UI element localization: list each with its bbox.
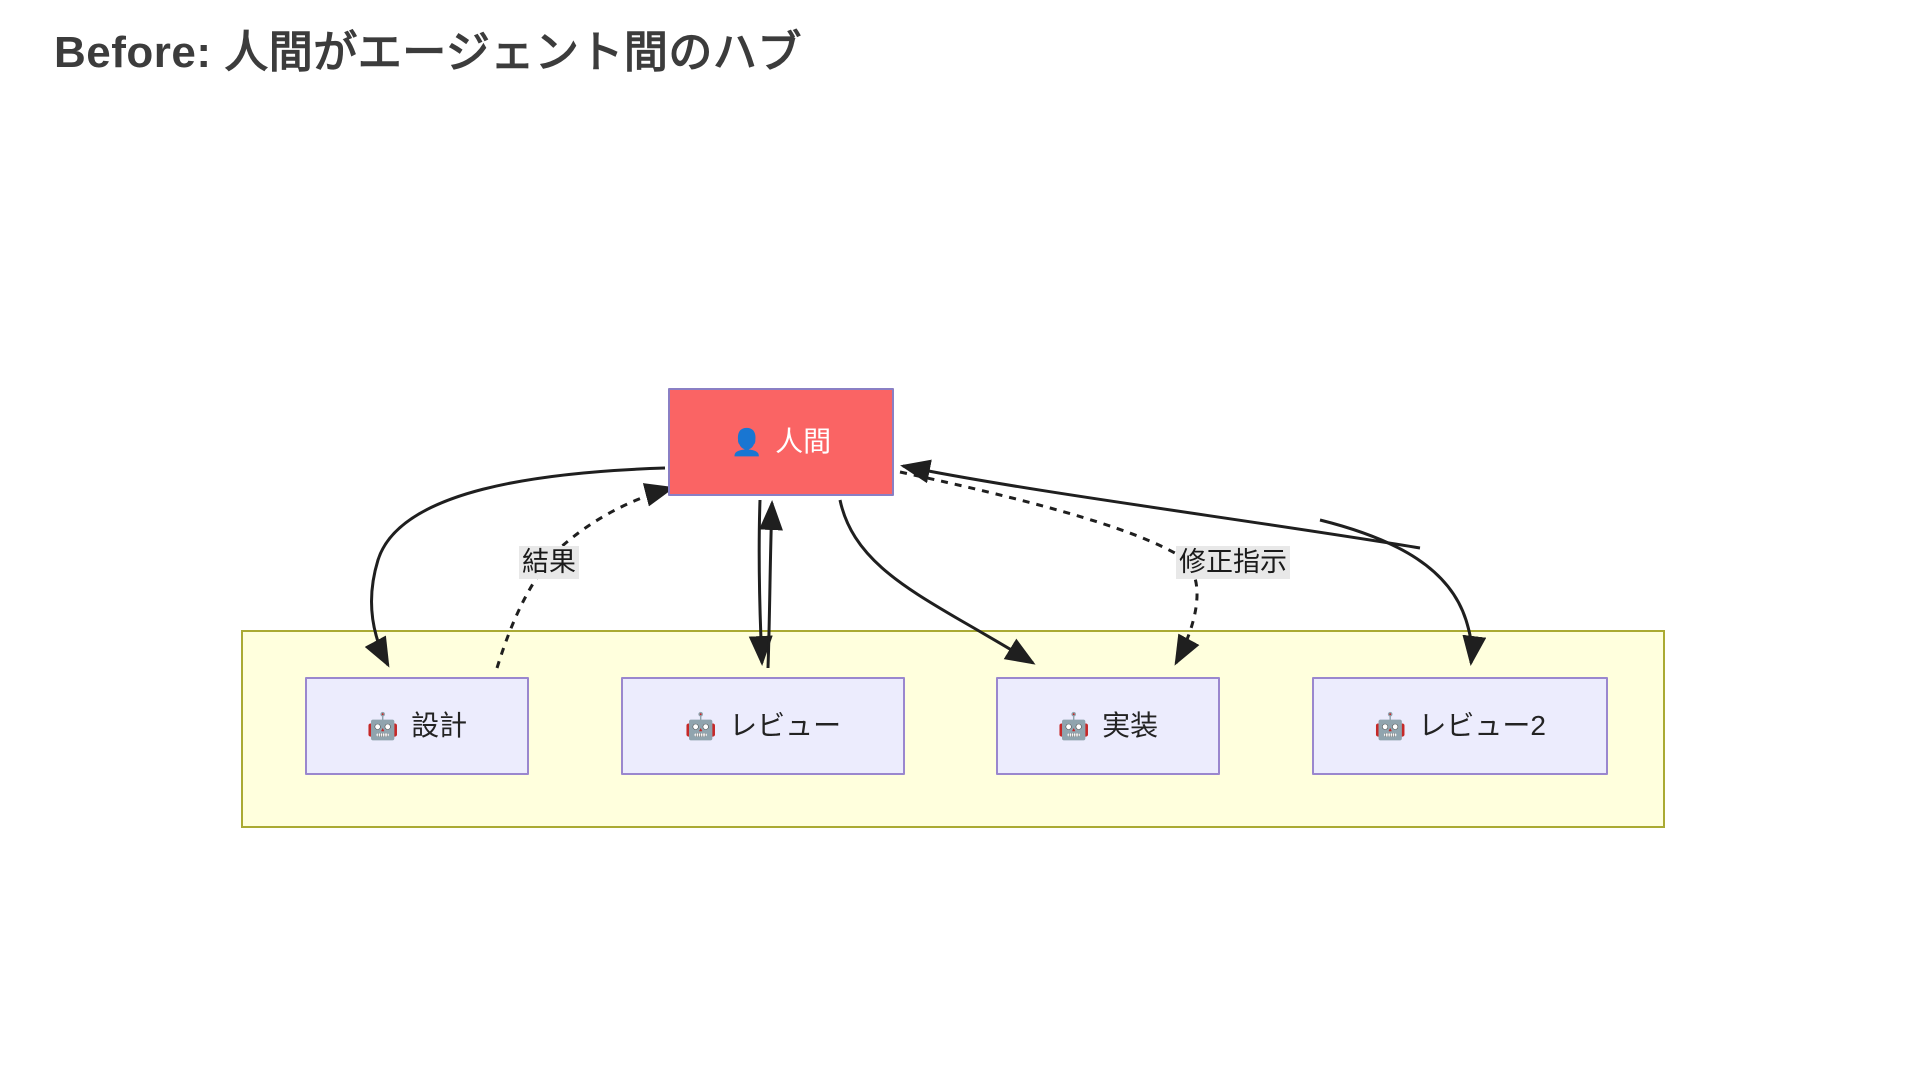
node-impl-label: 実装: [1102, 710, 1159, 741]
edge-human-to-design: [364, 466, 666, 668]
node-review[interactable]: 🤖 レビュー: [621, 677, 905, 775]
edge-impl-to-human: [900, 459, 1421, 550]
node-human-label: 人間: [775, 426, 832, 457]
edge-human-to-impl-dashed: [899, 470, 1200, 666]
node-design[interactable]: 🤖 設計: [305, 677, 529, 775]
edge-human-to-impl: [838, 499, 1036, 665]
edge-human-to-review2: [1319, 518, 1487, 666]
edge-human-to-review: [748, 499, 773, 666]
node-review2-label: レビュー2: [1418, 710, 1546, 741]
person-icon: 👤: [730, 427, 764, 457]
robot-icon: 🤖: [1057, 711, 1091, 741]
edge-design-to-human: [495, 483, 675, 669]
robot-icon: 🤖: [366, 711, 400, 741]
edge-review-to-human: [758, 500, 783, 669]
robot-icon: 🤖: [1374, 711, 1407, 741]
page-title: Before: 人間がエージェント間のハブ: [54, 28, 802, 77]
robot-icon: 🤖: [684, 711, 718, 741]
node-review-label: レビュー: [729, 710, 842, 741]
edge-label-kekka: 結果: [519, 546, 579, 580]
node-human[interactable]: 👤 人間: [668, 388, 894, 496]
edge-label-shuusei-shiji: 修正指示: [1176, 546, 1290, 580]
node-review2[interactable]: 🤖 レビュー2: [1312, 677, 1608, 775]
node-design-label: 設計: [411, 710, 468, 741]
node-impl[interactable]: 🤖 実装: [996, 677, 1220, 775]
